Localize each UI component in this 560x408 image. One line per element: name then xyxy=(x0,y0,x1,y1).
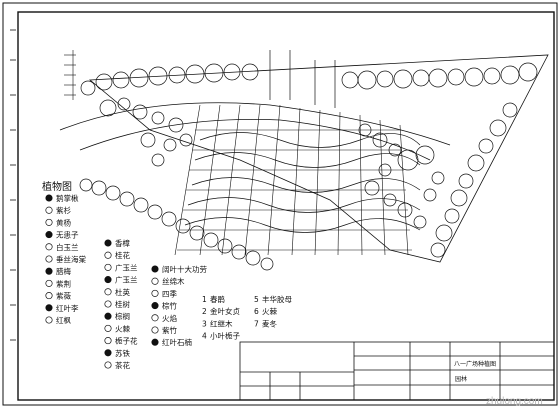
legend-symbol-icon xyxy=(45,267,53,275)
legend-label: 广玉兰 xyxy=(115,262,138,272)
legend-number: 3 xyxy=(202,319,207,328)
legend-symbol-icon xyxy=(151,277,159,285)
paved-grid-plaza xyxy=(174,104,412,256)
legend-label: 丰华胶母 xyxy=(262,294,292,304)
legend-symbol-icon xyxy=(45,231,53,239)
legend-label: 栀子花 xyxy=(115,336,138,346)
legend-symbol-icon xyxy=(104,337,112,345)
legend-symbol-icon xyxy=(104,349,112,357)
legend-symbol-icon xyxy=(45,206,53,214)
legend-label: 腊梅 xyxy=(56,266,71,276)
legend-label: 麦冬 xyxy=(262,318,277,328)
legend-symbol-icon xyxy=(151,289,159,297)
legend-label: 桂树 xyxy=(115,299,130,309)
curved-walkway xyxy=(59,102,451,146)
legend-symbol-icon xyxy=(45,316,53,324)
legend-label: 苏铁 xyxy=(115,348,130,358)
legend-symbol-icon xyxy=(104,300,112,308)
legend-symbol-icon xyxy=(104,263,112,271)
legend-label: 棕竹 xyxy=(162,301,177,311)
legend-label: 红继木 xyxy=(210,318,233,328)
legend-label: 黄杨 xyxy=(56,217,71,227)
legend-number: 2 xyxy=(202,307,207,316)
legend-label: 火棘 xyxy=(262,307,277,316)
legend-label: 白玉兰 xyxy=(56,242,79,252)
legend-symbol-icon xyxy=(104,312,112,320)
tree-row-right xyxy=(430,102,518,258)
legend-number: 4 xyxy=(202,332,207,341)
legend-label: 紫薇 xyxy=(56,291,71,301)
legend-label: 紫荆 xyxy=(56,278,71,288)
entrance-paths xyxy=(269,50,336,108)
legend-label: 广玉兰 xyxy=(115,275,138,285)
legend-number: 7 xyxy=(254,319,259,328)
legend-label: 无患子 xyxy=(56,230,79,240)
legend-label: 金叶女贞 xyxy=(210,306,240,316)
legend-label: 紫杉 xyxy=(56,205,71,215)
binding-marks xyxy=(10,29,16,341)
legend-symbol-icon xyxy=(104,288,112,296)
legend-label: 红叶石楠 xyxy=(162,337,192,347)
title-block-drawing-no: 园林 xyxy=(455,375,467,383)
legend-title: 植物图 xyxy=(42,180,72,193)
legend-label: 香樟 xyxy=(115,238,130,248)
legend-label: 小叶栀子 xyxy=(210,331,240,341)
legend-symbol-icon xyxy=(104,276,112,284)
legend-label: 红枫 xyxy=(56,315,71,325)
legend-label: 火棘 xyxy=(115,324,130,333)
legend-label: 棕榈 xyxy=(115,311,130,321)
legend-symbol-icon xyxy=(45,279,53,287)
tree-row-top xyxy=(80,62,538,96)
legend-label: 红叶李 xyxy=(56,303,79,313)
watermark: zhulong.com xyxy=(486,396,543,407)
legend-symbol-icon xyxy=(151,326,159,334)
legend-label: 四季 xyxy=(162,288,177,298)
legend-label: 火焰 xyxy=(162,313,177,323)
tree-cluster-left xyxy=(99,97,193,167)
legend-number: 1 xyxy=(202,295,207,304)
legend-label: 杜英 xyxy=(115,287,130,297)
legend-label: 桂花 xyxy=(115,250,130,260)
tree-row-left xyxy=(79,178,274,271)
legend-symbol-icon xyxy=(104,251,112,259)
legend-symbol-icon xyxy=(45,292,53,300)
axis-ticks xyxy=(64,50,76,100)
site-boundary xyxy=(88,54,549,263)
legend-label: 阔叶十大功劳 xyxy=(162,264,207,274)
legend-label: 茶花 xyxy=(115,360,130,370)
title-block xyxy=(239,341,555,401)
legend-symbol-icon xyxy=(151,302,159,310)
legend-number: 5 xyxy=(254,295,259,304)
legend-label: 鹅掌楸 xyxy=(56,193,79,203)
legend-symbol-icon xyxy=(151,338,159,346)
legend-symbol-icon xyxy=(104,361,112,369)
tree-cluster-right xyxy=(358,123,445,229)
legend-symbol-icon xyxy=(45,194,53,202)
legend-number: 6 xyxy=(254,307,259,316)
legend-symbol-icon xyxy=(104,239,112,247)
legend-symbol-icon xyxy=(104,324,112,332)
legend-label: 春鹃 xyxy=(210,294,225,304)
legend-symbol-icon xyxy=(151,314,159,322)
legend-label: 垂丝海棠 xyxy=(56,254,86,264)
legend-symbol-icon xyxy=(45,304,53,312)
legend-symbol-icon xyxy=(45,243,53,251)
title-block-project: 八一广场种植图 xyxy=(454,360,496,368)
legend-symbol-icon xyxy=(45,255,53,263)
wavy-paving-lines xyxy=(184,132,421,233)
legend-label: 丝绵木 xyxy=(162,276,185,286)
legend-symbol-icon xyxy=(45,218,53,226)
legend-symbol-icon xyxy=(151,265,159,273)
legend-label: 紫竹 xyxy=(162,325,177,335)
